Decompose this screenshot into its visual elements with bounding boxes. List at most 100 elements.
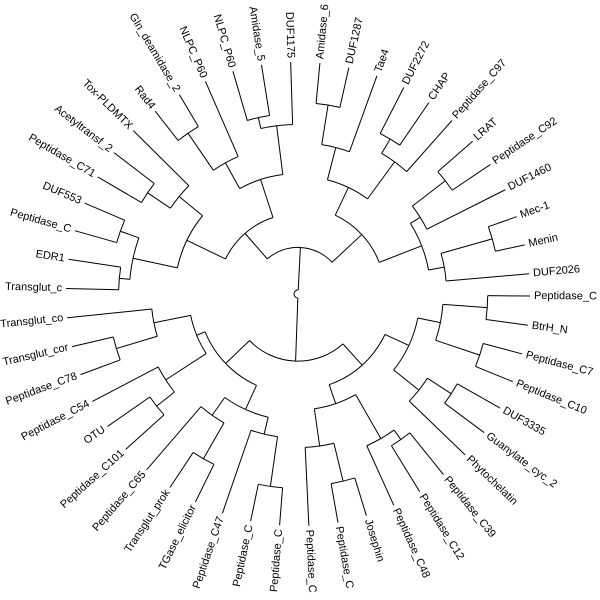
branch-line-26 xyxy=(225,340,250,364)
branch-line-74 xyxy=(290,62,294,125)
branch-line-71 xyxy=(257,117,262,129)
branch-arc xyxy=(200,406,225,424)
leaf-label-25: Transglut_c xyxy=(5,281,63,294)
leaf-label-23: Transglut_cor xyxy=(2,341,70,368)
leaf-label-37: DUF1175 xyxy=(283,12,296,59)
branch-arc xyxy=(204,331,257,386)
branch-arc xyxy=(437,171,453,191)
branch-line-95 xyxy=(488,216,517,228)
branch-line-42 xyxy=(107,396,151,427)
branch-line-67 xyxy=(154,110,179,141)
leaf-label-11: Peptidase_C xyxy=(333,525,356,589)
branch-line-21 xyxy=(313,408,321,447)
branch-line-32 xyxy=(221,430,252,514)
branch-line-50 xyxy=(244,233,268,260)
branch-line-38 xyxy=(196,331,206,336)
leaf-label-34: NLPC_P60 xyxy=(176,25,209,80)
branch-arc xyxy=(112,336,121,361)
branch-line-14 xyxy=(408,400,466,456)
branch-line-2 xyxy=(384,333,410,346)
branch-arc xyxy=(328,334,386,386)
branch-line-11 xyxy=(427,377,452,395)
branch-arc xyxy=(444,383,458,404)
branch-line-39 xyxy=(165,353,207,381)
branch-line-75 xyxy=(331,234,363,263)
branch-line-10 xyxy=(393,369,420,391)
branch-line-92 xyxy=(426,189,506,230)
branch-arc xyxy=(475,343,484,367)
branch-line-13 xyxy=(444,402,485,433)
branch-arc xyxy=(239,173,283,190)
branch-line-80 xyxy=(339,67,350,108)
branch-line-48 xyxy=(67,308,152,319)
branch-line-96 xyxy=(495,244,525,252)
branch-line-28 xyxy=(263,417,269,435)
branch-line-40 xyxy=(156,391,175,407)
branch-line-77 xyxy=(326,147,337,181)
branch-line-84 xyxy=(379,87,405,134)
leaf-labels: Peptidase_CBtrH_NPeptidase_C7Peptidase_C… xyxy=(0,4,597,593)
branch-arc xyxy=(116,219,126,243)
branch-line-34 xyxy=(202,422,225,459)
branch-arc xyxy=(224,397,269,418)
branch-arc xyxy=(409,223,430,271)
branch-line-18 xyxy=(409,432,444,475)
branch-line-88 xyxy=(410,216,421,224)
branch-line-35 xyxy=(194,464,215,503)
branch-line-12 xyxy=(456,383,501,409)
branch-line-23 xyxy=(354,477,367,516)
leaf-label-1: BtrH_N xyxy=(531,320,568,337)
branch-line-82 xyxy=(367,161,395,200)
branch-arc xyxy=(293,289,299,299)
leaf-label-47: Mec-1 xyxy=(518,199,551,221)
leaf-label-44: LRAT xyxy=(472,116,501,143)
branch-arc xyxy=(149,396,165,416)
branch-line-0 xyxy=(295,297,299,362)
branch-line-31 xyxy=(250,484,259,522)
branch-line-62 xyxy=(113,152,155,184)
leaf-label-46: DUF1460 xyxy=(506,161,553,193)
branch-line-47 xyxy=(71,336,114,348)
branch-line-15 xyxy=(328,384,337,404)
branch-line-83 xyxy=(381,138,391,154)
branch-line-25 xyxy=(304,447,310,526)
branch-arc xyxy=(391,432,411,447)
branch-line-52 xyxy=(132,257,178,269)
leaf-label-0: Peptidase_C xyxy=(534,290,597,303)
leaf-label-28: DUF553 xyxy=(41,180,83,207)
branch-arc xyxy=(314,394,356,410)
branch-line-17 xyxy=(393,429,402,440)
leaf-label-42: CHAP xyxy=(426,71,453,103)
branch-arc xyxy=(225,216,274,260)
branch-line-45 xyxy=(116,335,158,350)
branch-line-72 xyxy=(232,71,248,121)
leaf-label-32: Rad4 xyxy=(132,84,158,112)
leaf-label-35: NLPC_P60 xyxy=(211,13,238,69)
branch-line-85 xyxy=(399,102,430,146)
branch-arc xyxy=(485,295,489,320)
branch-line-9 xyxy=(475,365,513,383)
branch-line-33 xyxy=(211,397,226,416)
branch-line-93 xyxy=(428,266,445,271)
leaf-label-48: Menin xyxy=(527,232,559,250)
leaf-label-36: Amidase_5 xyxy=(246,6,267,62)
branch-line-7 xyxy=(435,339,480,356)
leaf-label-9: Peptidase_C48 xyxy=(390,506,432,579)
branch-line-53 xyxy=(119,277,130,280)
branch-line-66 xyxy=(187,132,214,171)
branch-arc xyxy=(192,452,215,465)
leaf-label-49: DUF2026 xyxy=(533,263,581,279)
branch-arc xyxy=(379,133,401,146)
branch-line-60 xyxy=(147,192,171,209)
leaf-label-20: OTU xyxy=(82,424,108,447)
branch-line-51 xyxy=(186,239,226,260)
leaf-label-2: Peptidase_C7 xyxy=(524,349,594,378)
branch-line-49 xyxy=(297,247,301,291)
leaf-label-3: Peptidase_C10 xyxy=(514,378,588,418)
leaf-label-26: EDR1 xyxy=(35,248,66,264)
branch-line-59 xyxy=(178,196,203,217)
branch-line-58 xyxy=(84,202,125,221)
branch-line-69 xyxy=(204,81,239,157)
